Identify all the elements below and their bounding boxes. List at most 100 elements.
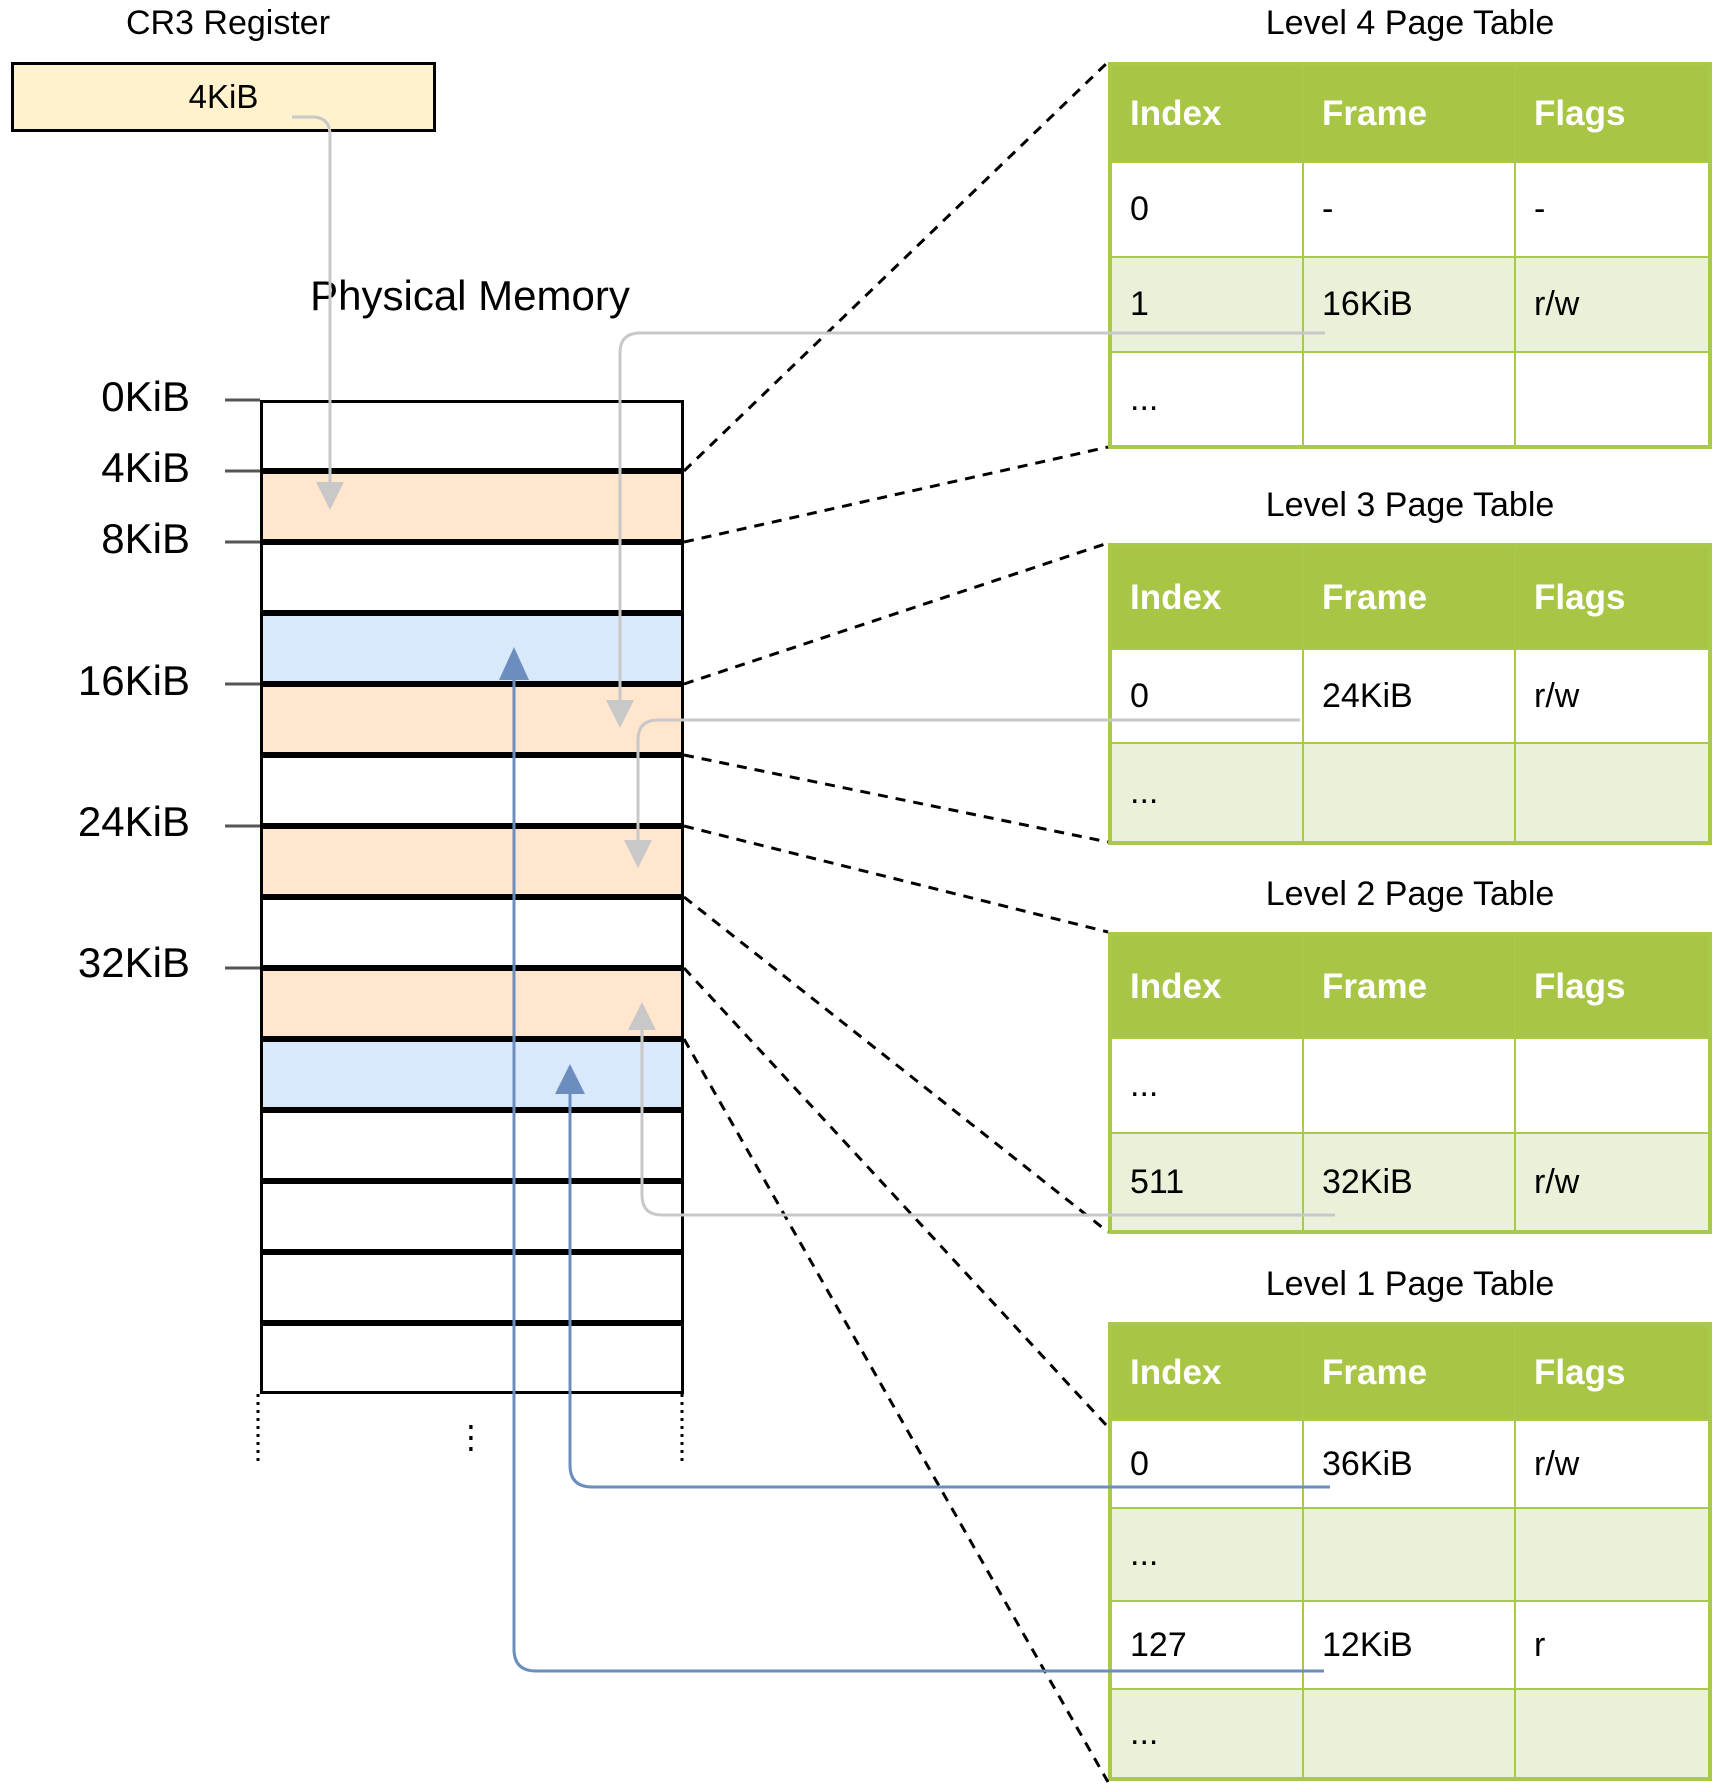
arrowhead-4kib <box>316 482 344 510</box>
flags-header: Flags <box>1514 933 1711 1039</box>
frame-cell <box>1302 1037 1516 1134</box>
arrowhead-16kib <box>606 700 634 728</box>
table-row: ... <box>1109 351 1711 448</box>
address-label-0kib: 0KiB <box>101 373 190 420</box>
index-cell: ... <box>1109 742 1304 844</box>
flags-cell <box>1514 351 1711 448</box>
index-header: Index <box>1109 933 1304 1039</box>
flags-cell <box>1514 1037 1711 1134</box>
table-row: ... <box>1109 1507 1711 1602</box>
flags-cell <box>1514 1688 1711 1780</box>
frame-header: Frame <box>1302 933 1516 1039</box>
mapping-arrows <box>512 670 1330 1673</box>
address-label-16kib: 16KiB <box>77 657 190 704</box>
arrowhead-32kib <box>628 1002 656 1030</box>
index-cell: ... <box>1109 1688 1304 1780</box>
cr3-register-title: CR3 Register <box>125 4 331 42</box>
pointer-arrows <box>292 115 1335 1217</box>
frame-header: Frame <box>1302 1323 1516 1421</box>
zoom-line-level3-top <box>683 541 1109 686</box>
zoom-line-level1-top <box>682 966 1110 1429</box>
index-cell: 0 <box>1109 161 1304 258</box>
level4-page-table-title: Level 4 Page Table <box>1265 4 1555 42</box>
address-label-32kib: 32KiB <box>77 939 190 986</box>
zoom-line-level3-bottom <box>683 753 1109 844</box>
level1-page-table-title: Level 1 Page Table <box>1265 1265 1555 1303</box>
flags-cell: r/w <box>1514 1419 1711 1509</box>
frame-cell: 16KiB <box>1302 256 1516 353</box>
frame-cell <box>1302 351 1516 448</box>
cr3-to-level4-arrow <box>292 115 332 500</box>
memory-frame-24kib <box>260 826 684 897</box>
frame-header: Frame <box>1302 544 1516 650</box>
index-header: Index <box>1109 1323 1304 1421</box>
frame-cell: 24KiB <box>1302 648 1516 744</box>
zoom-line-level2-top <box>683 824 1109 934</box>
cr3-register-box: 4KiB <box>11 62 436 132</box>
level4-to-level3-arrow <box>618 331 1325 715</box>
memory-frame-4kib <box>260 471 684 542</box>
table-row: ... <box>1109 742 1711 844</box>
memory-frame-8kib <box>260 542 684 613</box>
frame-cell: 32KiB <box>1302 1132 1516 1233</box>
flags-header: Flags <box>1514 544 1711 650</box>
flags-cell: r/w <box>1514 1132 1711 1233</box>
flags-header: Flags <box>1514 63 1711 163</box>
memory-frame-32kib <box>260 968 684 1039</box>
memory-continuation-dots: ⋮ <box>455 1419 487 1455</box>
zoom-line-level4-top <box>682 60 1110 473</box>
frame-header: Frame <box>1302 63 1516 163</box>
address-label-24kib: 24KiB <box>77 798 190 845</box>
address-label-8kib: 8KiB <box>101 515 190 562</box>
flags-cell: - <box>1514 161 1711 258</box>
index-header: Index <box>1109 63 1304 163</box>
mapping-arrowheads <box>499 647 585 1094</box>
flags-cell: r/w <box>1514 256 1711 353</box>
index-cell: 0 <box>1109 648 1304 744</box>
frame-cell: 12KiB <box>1302 1600 1516 1690</box>
memory-frame-40kib <box>260 1110 684 1181</box>
flags-cell: r/w <box>1514 648 1711 744</box>
index-cell: 1 <box>1109 256 1304 353</box>
flags-cell: r <box>1514 1600 1711 1690</box>
cr3-register-value: 4KiB <box>188 78 259 115</box>
frame-cell: - <box>1302 161 1516 258</box>
table-row: ... <box>1109 1688 1711 1780</box>
memory-frame-48kib <box>260 1252 684 1323</box>
flags-cell <box>1514 1507 1711 1602</box>
frame-cell <box>1302 742 1516 844</box>
frame-cell <box>1302 1688 1516 1780</box>
index-header: Index <box>1109 544 1304 650</box>
index-cell: 127 <box>1109 1600 1304 1690</box>
memory-frame-12kib <box>260 613 684 684</box>
memory-frame-52kib <box>260 1323 684 1394</box>
arrowhead-36kib <box>555 1064 585 1094</box>
memory-frame-16kib <box>260 684 684 755</box>
zoom-line-level4-bottom <box>683 445 1109 544</box>
address-label-4kib: 4KiB <box>101 444 190 491</box>
physical-memory-title: Physical Memory <box>310 272 630 319</box>
index-cell: ... <box>1109 351 1304 448</box>
table-row: ... <box>1109 1037 1711 1134</box>
index-cell: ... <box>1109 1037 1304 1134</box>
pointer-arrowheads <box>316 482 656 1030</box>
level2-page-table-title: Level 2 Page Table <box>1265 875 1555 913</box>
zoom-line-level2-bottom <box>683 895 1109 1234</box>
index-cell: ... <box>1109 1507 1304 1602</box>
memory-frame-28kib <box>260 897 684 968</box>
frame-cell: 36KiB <box>1302 1419 1516 1509</box>
level2-to-level1-arrow <box>640 1015 1335 1217</box>
arrowhead-24kib <box>624 840 652 868</box>
memory-frame-36kib <box>260 1039 684 1110</box>
flags-header: Flags <box>1514 1323 1711 1421</box>
flags-cell <box>1514 742 1711 844</box>
memory-frame-44kib <box>260 1181 684 1252</box>
level1-entry0-to-36kib-arrow <box>568 1085 1330 1489</box>
